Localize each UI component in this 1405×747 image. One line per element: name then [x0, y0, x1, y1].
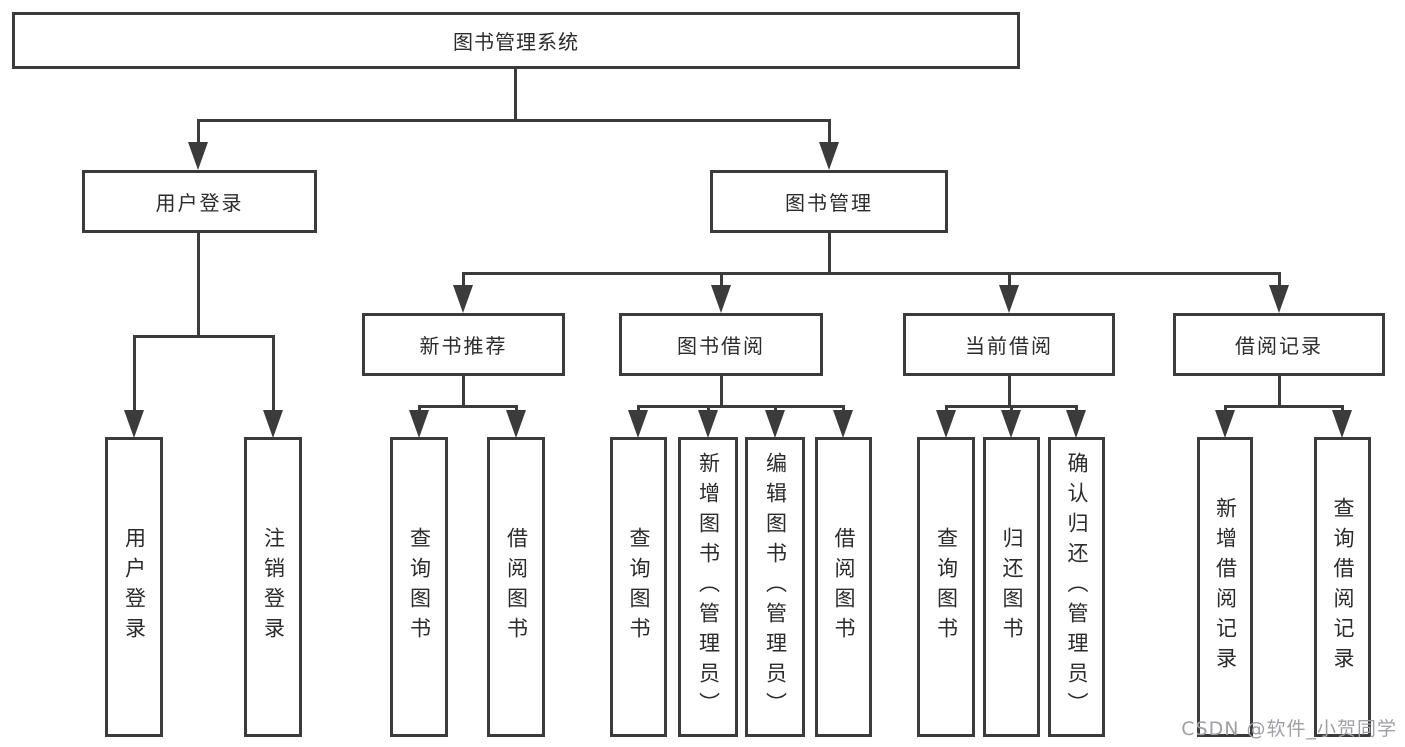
connector-vline [842, 405, 845, 413]
leaf-records-add-record: 新增借阅记录 [1197, 437, 1253, 737]
arrow-down-icon [711, 285, 731, 313]
connector-vline [462, 376, 465, 407]
node-borrow-records-label: 借阅记录 [1235, 334, 1323, 358]
arrow-down-icon [1215, 410, 1235, 438]
leaf-user-login: 用户登录 [105, 437, 163, 737]
arrow-down-icon [1332, 410, 1352, 438]
leaf-records-add-record-label: 新增借阅记录 [1213, 497, 1238, 677]
connector-vline [828, 119, 831, 147]
connector-hline [1224, 405, 1344, 408]
node-book-management: 图书管理 [710, 170, 948, 233]
arrow-down-icon [819, 142, 839, 170]
leaf-borrow-edit-book-admin: 编辑图书（管理员） [745, 437, 805, 737]
arrow-down-icon [999, 285, 1019, 313]
connector-vline [945, 405, 948, 413]
connector-vline [720, 376, 723, 407]
connector-vline [637, 405, 640, 413]
connector-vline [828, 233, 831, 274]
connector-vline [774, 405, 777, 413]
connector-vline [1278, 272, 1281, 288]
arrow-down-icon [628, 410, 648, 438]
connector-hline [133, 335, 275, 338]
leaf-borrow-borrow-book-label: 借阅图书 [832, 527, 856, 647]
connector-vline [514, 69, 517, 120]
node-user-login-label: 用户登录 [155, 191, 244, 215]
leaf-borrow-query-book: 查询图书 [610, 437, 667, 737]
connector-vline [462, 272, 465, 288]
leaf-user-login-label: 用户登录 [122, 527, 147, 647]
leaf-recommend-borrow-book-label: 借阅图书 [504, 527, 529, 647]
node-book-management-label: 图书管理 [785, 191, 873, 215]
connector-vline [707, 405, 710, 413]
arrow-down-icon [1066, 410, 1086, 438]
arrow-down-icon [1269, 285, 1289, 313]
watermark: CSDN @软件_小贺同学 [1181, 718, 1397, 740]
leaf-borrow-edit-book-admin-label: 编辑图书（管理员） [763, 452, 788, 722]
leaf-logout: 注销登录 [244, 437, 302, 737]
connector-vline [1008, 376, 1011, 407]
leaf-current-confirm-return-admin: 确认归还（管理员） [1048, 437, 1105, 737]
node-current-borrow: 当前借阅 [903, 313, 1115, 376]
node-new-book-recommend: 新书推荐 [362, 313, 565, 376]
connector-vline [720, 272, 723, 288]
connector-vline [1008, 272, 1011, 288]
arrow-down-icon [765, 410, 785, 438]
arrow-down-icon [936, 410, 956, 438]
arrow-down-icon [453, 285, 473, 313]
connector-vline [1010, 405, 1013, 413]
leaf-borrow-query-book-label: 查询图书 [627, 527, 651, 647]
connector-hline [197, 119, 831, 122]
node-new-book-recommend-label: 新书推荐 [419, 334, 508, 358]
connector-vline [1224, 405, 1227, 413]
leaf-recommend-query-book-label: 查询图书 [407, 527, 432, 647]
node-root-label: 图书管理系统 [453, 30, 579, 54]
leaf-records-query-record-label: 查询借阅记录 [1331, 497, 1355, 677]
node-current-borrow-label: 当前借阅 [965, 334, 1053, 358]
leaf-borrow-add-book-admin-label: 新增图书（管理员） [696, 452, 721, 722]
connector-vline [272, 335, 275, 413]
arrow-down-icon [188, 142, 208, 170]
leaf-recommend-borrow-book: 借阅图书 [487, 437, 545, 737]
arrow-down-icon [124, 410, 144, 438]
connector-hline [418, 405, 518, 408]
arrow-down-icon [833, 410, 853, 438]
node-user-login: 用户登录 [82, 170, 317, 233]
arrow-down-icon [698, 410, 718, 438]
connector-vline [1075, 405, 1078, 413]
leaf-current-confirm-return-admin-label: 确认归还（管理员） [1065, 452, 1089, 722]
node-book-borrow-label: 图书借阅 [677, 334, 765, 358]
leaf-recommend-query-book: 查询图书 [390, 437, 448, 737]
connector-vline [1341, 405, 1344, 413]
leaf-records-query-record: 查询借阅记录 [1314, 437, 1371, 737]
arrow-down-icon [263, 410, 283, 438]
leaf-current-query-book-label: 查询图书 [934, 527, 959, 647]
leaf-current-return-book: 归还图书 [983, 437, 1040, 737]
arrow-down-icon [409, 410, 429, 438]
connector-vline [197, 119, 200, 147]
node-book-borrow: 图书借阅 [619, 313, 823, 376]
connector-hline [462, 272, 1281, 275]
node-root: 图书管理系统 [12, 12, 1020, 69]
leaf-current-query-book: 查询图书 [917, 437, 975, 737]
leaf-current-return-book-label: 归还图书 [1000, 527, 1024, 647]
connector-vline [197, 233, 200, 337]
node-borrow-records: 借阅记录 [1173, 313, 1385, 376]
connector-vline [418, 405, 421, 413]
leaf-borrow-borrow-book: 借阅图书 [815, 437, 872, 737]
connector-vline [515, 405, 518, 413]
connector-hline [637, 405, 845, 408]
arrow-down-icon [1001, 410, 1021, 438]
leaf-logout-label: 注销登录 [261, 527, 286, 647]
connector-vline [133, 335, 136, 413]
arrow-down-icon [506, 410, 526, 438]
connector-vline [1278, 376, 1281, 407]
leaf-borrow-add-book-admin: 新增图书（管理员） [678, 437, 738, 737]
